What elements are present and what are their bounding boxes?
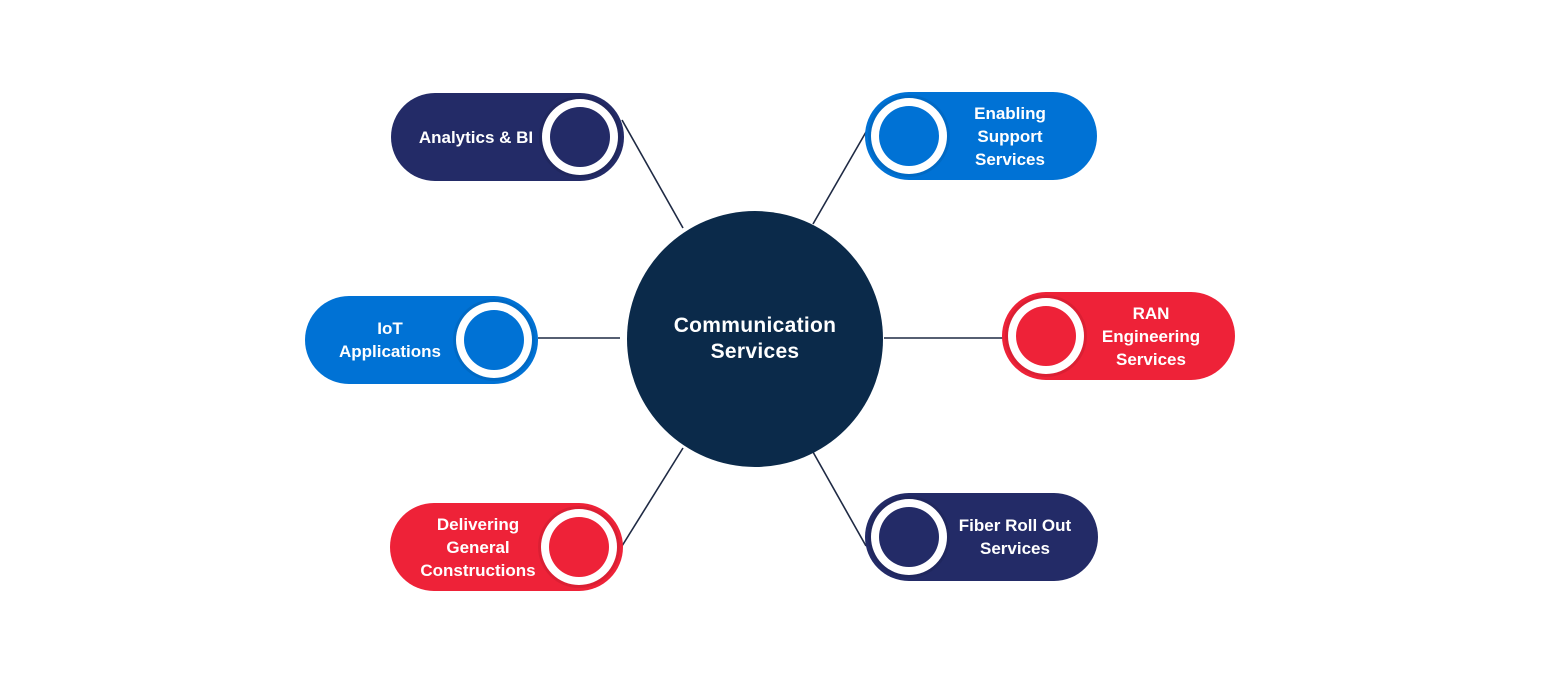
node-label: Analytics & BI [418, 127, 534, 147]
hub-title: Communication Services [673, 314, 837, 363]
node-label: Fiber Roll Out Services [958, 516, 1072, 558]
ring-icon [871, 499, 947, 575]
ring-icon [1008, 298, 1084, 374]
connector-fiber [812, 451, 867, 547]
ring-icon [456, 302, 532, 378]
node-ran-engineering-services: RAN Engineering Services [1002, 292, 1235, 380]
node-label: IoT Applications [338, 319, 441, 361]
node-label: RAN Engineering Services [1101, 303, 1201, 369]
node-iot-applications: IoT Applications [305, 296, 538, 384]
node-label: Enabling Support Services [974, 103, 1046, 169]
connector-construction [621, 447, 684, 547]
node-fiber-roll-out-services: Fiber Roll Out Services [865, 493, 1098, 581]
ring-icon [541, 509, 617, 585]
node-enabling-support-services: Enabling Support Services [865, 92, 1097, 180]
ring-icon [542, 99, 618, 175]
connector-analytics [621, 119, 684, 229]
connector-enabling [812, 131, 867, 225]
node-label: Delivering General Constructions [420, 514, 536, 580]
ring-icon [871, 98, 947, 174]
node-delivering-general-constructions: Delivering General Constructions [390, 503, 623, 591]
hub-circle: Communication Services [627, 211, 883, 467]
node-analytics-bi: Analytics & BI [391, 93, 624, 181]
